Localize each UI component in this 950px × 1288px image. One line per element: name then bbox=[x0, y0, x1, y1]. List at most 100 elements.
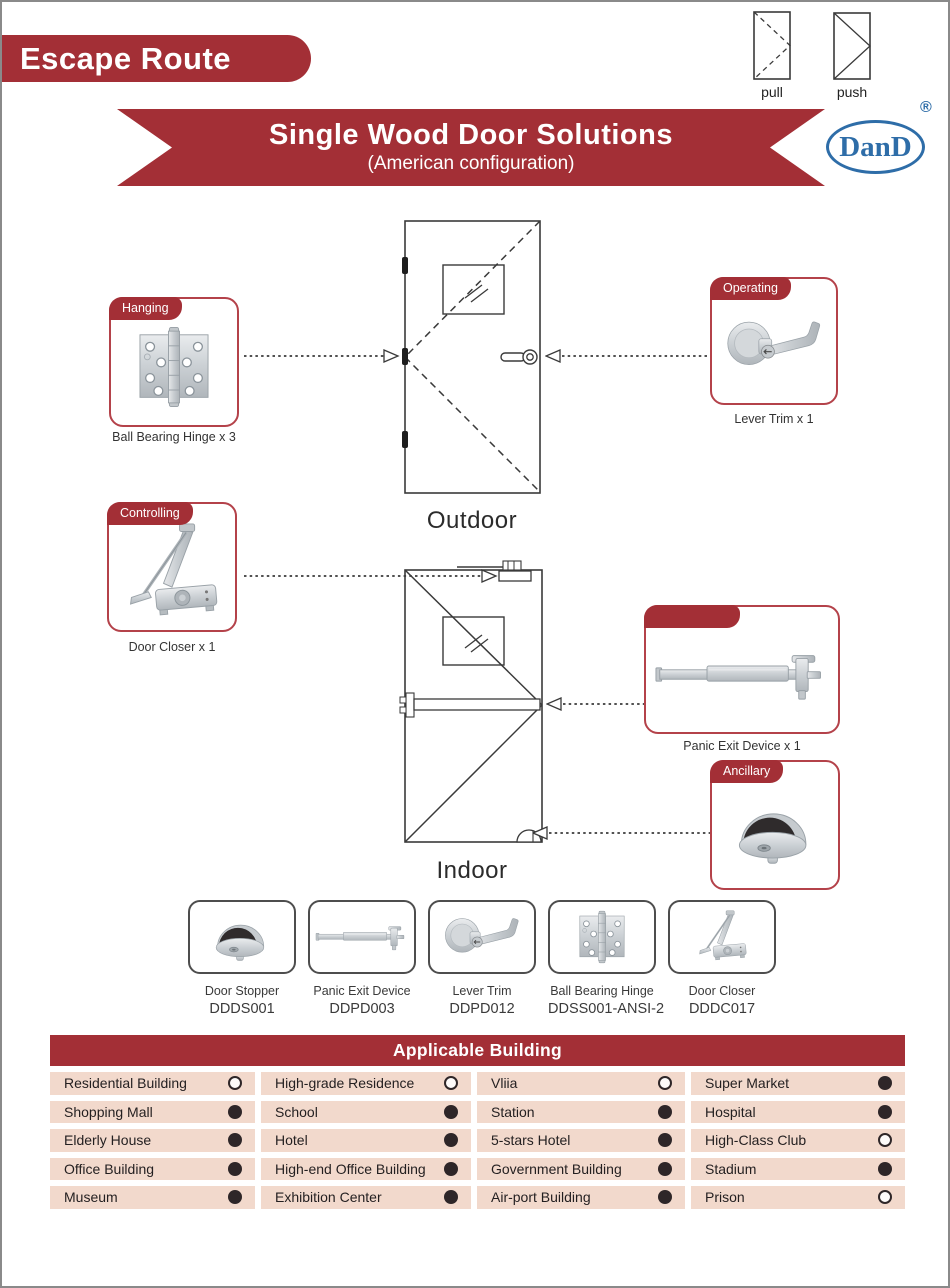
product-code: DDDS001 bbox=[209, 1001, 275, 1017]
building-label: Prison bbox=[705, 1189, 745, 1206]
building-label: High-Class Club bbox=[705, 1132, 807, 1149]
building-label: High-end Office Building bbox=[275, 1160, 426, 1177]
availability-dot bbox=[878, 1076, 892, 1091]
building-cell: Office Building bbox=[50, 1157, 255, 1180]
outdoor-door-diagram bbox=[402, 220, 541, 494]
building-cell: Elderly House bbox=[50, 1129, 255, 1152]
panic-connector bbox=[546, 697, 644, 711]
building-cell: Vliia bbox=[477, 1072, 685, 1095]
product-panic-exit-device: Panic Exit Device DDPD003 bbox=[308, 900, 416, 1017]
building-cell: Shopping Mall bbox=[50, 1100, 255, 1123]
building-cell: Prison bbox=[691, 1186, 905, 1209]
product-door-stopper: Door Stopper DDDS001 bbox=[188, 900, 296, 1017]
availability-dot bbox=[228, 1104, 242, 1119]
panic-exit-device-icon bbox=[314, 922, 410, 952]
building-cell: School bbox=[261, 1100, 471, 1123]
availability-dot bbox=[228, 1190, 242, 1205]
hanging-callout-card: Hanging bbox=[109, 297, 239, 427]
building-label: Exhibition Center bbox=[275, 1189, 382, 1206]
availability-dot bbox=[658, 1190, 672, 1205]
door-closer-icon bbox=[694, 909, 750, 965]
arrow-left-icon bbox=[545, 349, 561, 363]
building-label: Hospital bbox=[705, 1103, 756, 1120]
building-cell: Station bbox=[477, 1100, 685, 1123]
building-label: Hotel bbox=[275, 1132, 308, 1149]
ancillary-connector bbox=[533, 826, 710, 840]
push-door-icon bbox=[833, 12, 871, 80]
escape-route-title: Escape Route bbox=[20, 41, 232, 76]
applicable-building-table: Applicable Building Residential Building… bbox=[50, 1035, 905, 1209]
building-label: Residential Building bbox=[64, 1075, 187, 1092]
hinge-mark-bottom bbox=[402, 431, 408, 448]
lever-handle-mark bbox=[500, 352, 526, 362]
availability-dot bbox=[658, 1161, 672, 1176]
product-code: DDPD012 bbox=[449, 1001, 515, 1017]
building-label: Vliia bbox=[491, 1075, 518, 1092]
building-label: Government Building bbox=[491, 1160, 622, 1177]
door-stopper-icon bbox=[208, 908, 276, 966]
hinge-mark-middle bbox=[402, 348, 408, 365]
panic-bar-endcap-mark bbox=[405, 692, 415, 718]
availability-dot bbox=[878, 1161, 892, 1176]
building-label: Air-port Building bbox=[491, 1189, 591, 1206]
operating-caption: Lever Trim x 1 bbox=[734, 412, 814, 426]
pull-door-icon bbox=[753, 11, 791, 80]
closer-body-mark bbox=[498, 570, 532, 582]
lever-trim-icon bbox=[437, 909, 527, 966]
building-cell: Hospital bbox=[691, 1100, 905, 1123]
product-card bbox=[308, 900, 416, 974]
product-code: DDPD003 bbox=[329, 1001, 395, 1017]
ball-bearing-hinge-icon bbox=[572, 907, 632, 967]
product-name: Door Stopper bbox=[204, 984, 280, 998]
ribbon-title: Single Wood Door Solutions bbox=[269, 119, 673, 151]
building-cell: Exhibition Center bbox=[261, 1186, 471, 1209]
dand-logo-text: DanD bbox=[839, 130, 912, 163]
indoor-label: Indoor bbox=[436, 857, 508, 884]
availability-dot bbox=[444, 1161, 458, 1176]
hanging-caption: Ball Bearing Hinge x 3 bbox=[112, 430, 236, 444]
building-cell: High-Class Club bbox=[691, 1129, 905, 1152]
product-code: DDDC017 bbox=[688, 1001, 756, 1017]
product-card bbox=[548, 900, 656, 974]
panic-caption: Panic Exit Device x 1 bbox=[683, 739, 801, 753]
title-ribbon: Single Wood Door Solutions (American con… bbox=[117, 109, 825, 186]
indoor-door-diagram bbox=[399, 560, 543, 843]
building-label: Station bbox=[491, 1103, 535, 1120]
pull-label: pull bbox=[761, 84, 783, 100]
operating-tab: Operating bbox=[710, 277, 791, 300]
availability-dot bbox=[228, 1133, 242, 1148]
product-card bbox=[428, 900, 536, 974]
building-label: Office Building bbox=[64, 1160, 155, 1177]
building-label: School bbox=[275, 1103, 318, 1120]
availability-dot bbox=[444, 1104, 458, 1119]
availability-dot bbox=[878, 1133, 892, 1148]
dand-logo: DanD bbox=[826, 120, 925, 174]
panic-exit-device-image bbox=[652, 649, 832, 701]
escape-route-banner: Escape Route bbox=[2, 35, 311, 82]
building-label: Museum bbox=[64, 1189, 118, 1206]
availability-dot bbox=[228, 1076, 242, 1091]
arrow-left-icon bbox=[546, 697, 562, 711]
product-door-closer: Door Closer DDDC017 bbox=[668, 900, 776, 1017]
building-cell: Air-port Building bbox=[477, 1186, 685, 1209]
availability-dot bbox=[444, 1190, 458, 1205]
building-cell: High-grade Residence bbox=[261, 1072, 471, 1095]
building-label: Super Market bbox=[705, 1075, 790, 1092]
product-card bbox=[188, 900, 296, 974]
ball-bearing-hinge-image bbox=[128, 321, 220, 413]
availability-dot bbox=[658, 1076, 672, 1091]
panic-tab bbox=[644, 605, 740, 628]
product-name: Door Closer bbox=[688, 984, 756, 998]
arrow-left-icon bbox=[533, 826, 548, 840]
availability-dot bbox=[444, 1133, 458, 1148]
availability-dot bbox=[658, 1133, 672, 1148]
product-name: Lever Trim bbox=[452, 984, 512, 998]
hanging-connector bbox=[244, 349, 400, 363]
building-cell: Government Building bbox=[477, 1157, 685, 1180]
building-label: Shopping Mall bbox=[64, 1103, 153, 1120]
registered-trademark-icon: ® bbox=[920, 99, 932, 116]
push-label: push bbox=[836, 84, 868, 100]
ribbon-subtitle: (American configuration) bbox=[367, 153, 575, 174]
building-cell: High-end Office Building bbox=[261, 1157, 471, 1180]
panic-bar-mark bbox=[413, 698, 541, 711]
